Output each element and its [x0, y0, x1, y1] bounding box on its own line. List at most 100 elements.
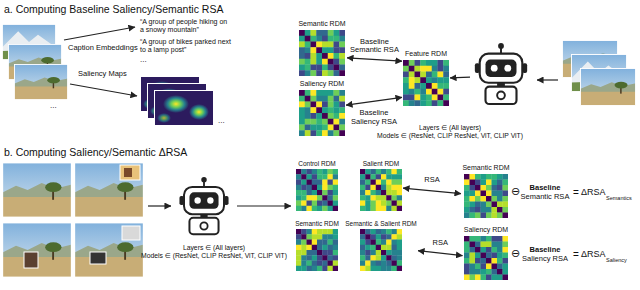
matrix-cell: [307, 250, 313, 256]
matrix-cell: [301, 234, 307, 240]
matrix-cell: [503, 247, 509, 253]
matrix-cell: [328, 30, 334, 36]
matrix-cell: [409, 66, 415, 72]
matrix-cell: [322, 229, 328, 235]
matrix-cell: [392, 261, 398, 267]
matrix-cell: [376, 169, 382, 175]
matrix-cell: [371, 250, 377, 256]
matrix-cell: [301, 190, 307, 196]
matrix-cell: [322, 30, 328, 36]
matrix-cell: [492, 258, 498, 264]
matrix-cell: [334, 36, 340, 42]
rdm-node: Semantic & Salient RDM: [344, 220, 418, 271]
matrix-cell: [365, 201, 371, 207]
matrix-cell: [492, 179, 498, 185]
matrix-cell: [492, 252, 498, 258]
matrix-cell: [360, 250, 366, 256]
matrix-cell: [296, 266, 302, 271]
matrix-cell: [317, 229, 323, 235]
matrix-cell: [305, 101, 311, 107]
matrix-cell: [339, 96, 345, 102]
matrix-cell: [381, 240, 387, 246]
matrix-cell: [386, 180, 392, 186]
matrix-cell: [470, 269, 476, 275]
matrix-cell: [381, 255, 387, 261]
matrix-cell: [328, 255, 334, 261]
matrix-cell: [438, 83, 444, 89]
matrix-cell: [316, 70, 322, 76]
matrix-cell: [322, 185, 328, 191]
matrix-cell: [409, 100, 415, 106]
matrix-cell: [475, 252, 481, 258]
matrix-cell: [311, 70, 317, 76]
matrix-cell: [486, 212, 492, 218]
matrix-cell: [392, 250, 398, 256]
edge-label: RSA: [417, 176, 447, 185]
matrix-cell: [376, 174, 382, 180]
matrix-cell: [376, 195, 382, 201]
matrix-cell: [301, 169, 307, 175]
matrix-cell: [333, 169, 338, 175]
matrix-cell: [301, 266, 307, 271]
operator: =: [573, 249, 579, 261]
matrix-cell: [365, 180, 371, 186]
robot-gear: [200, 222, 207, 229]
matrix-cell: [381, 190, 387, 196]
matrix-cell: [409, 94, 415, 100]
matrix-cell: [492, 196, 498, 202]
matrix-cell: [420, 94, 426, 100]
matrix-cell: [397, 240, 402, 246]
matrix-cell: [296, 185, 302, 191]
edge-label: Baseline Semantic RSA: [347, 38, 403, 55]
matrix-cell: [316, 119, 322, 125]
matrix-cell: [334, 47, 340, 53]
matrix-cell: [386, 245, 392, 251]
matrix-cell: [305, 90, 311, 96]
rdm-matrix: [296, 229, 338, 271]
matrix-cell: [464, 241, 470, 247]
matrix-cell: [334, 53, 340, 59]
matrix-cell: [339, 59, 345, 65]
matrix-cell: [470, 190, 476, 196]
matrix-cell: [464, 269, 470, 275]
matrix-cell: [415, 100, 421, 106]
matrix-cell: [397, 180, 402, 186]
matrix-cell: [333, 261, 338, 267]
matrix-cell: [296, 240, 302, 246]
matrix-cell: [317, 240, 323, 246]
matrix-cell: [334, 107, 340, 113]
matrix-cell: [392, 180, 398, 186]
matrix-cell: [328, 36, 334, 42]
matrix-cell: [305, 64, 311, 70]
matrix-cell: [328, 245, 334, 251]
matrix-cell: [371, 245, 377, 251]
matrix-cell: [376, 180, 382, 186]
matrix-cell: [497, 252, 503, 258]
matrix-cell: [307, 266, 313, 271]
matrix-cell: [317, 261, 323, 267]
matrix-cell: [376, 255, 382, 261]
matrix-cell: [339, 41, 345, 47]
matrix-cell: [486, 174, 492, 180]
matrix-cell: [296, 255, 302, 261]
matrix-cell: [317, 201, 323, 207]
matrix-cell: [432, 60, 438, 66]
matrix-cell: [299, 30, 305, 36]
arrow-label: Caption Embeddings: [68, 44, 138, 53]
matrix-cell: [409, 71, 415, 77]
matrix-cell: [486, 196, 492, 202]
matrix-cell: [360, 229, 366, 235]
matrix-cell: [497, 263, 503, 269]
matrix-cell: [464, 252, 470, 258]
matrix-cell: [365, 229, 371, 235]
matrix-cell: [299, 36, 305, 42]
matrix-cell: [322, 130, 328, 136]
matrix-heading: Saliency RDM: [463, 226, 510, 235]
matrix-cell: [311, 130, 317, 136]
matrix-cell: [481, 252, 487, 258]
matrix-cell: [397, 195, 402, 201]
model-caption: Layers ∈ (All layers)Models ∈ (ResNet, C…: [365, 124, 535, 141]
matrix-cell: [328, 41, 334, 47]
matrix-cell: [376, 206, 382, 211]
matrix-cell: [317, 180, 323, 186]
